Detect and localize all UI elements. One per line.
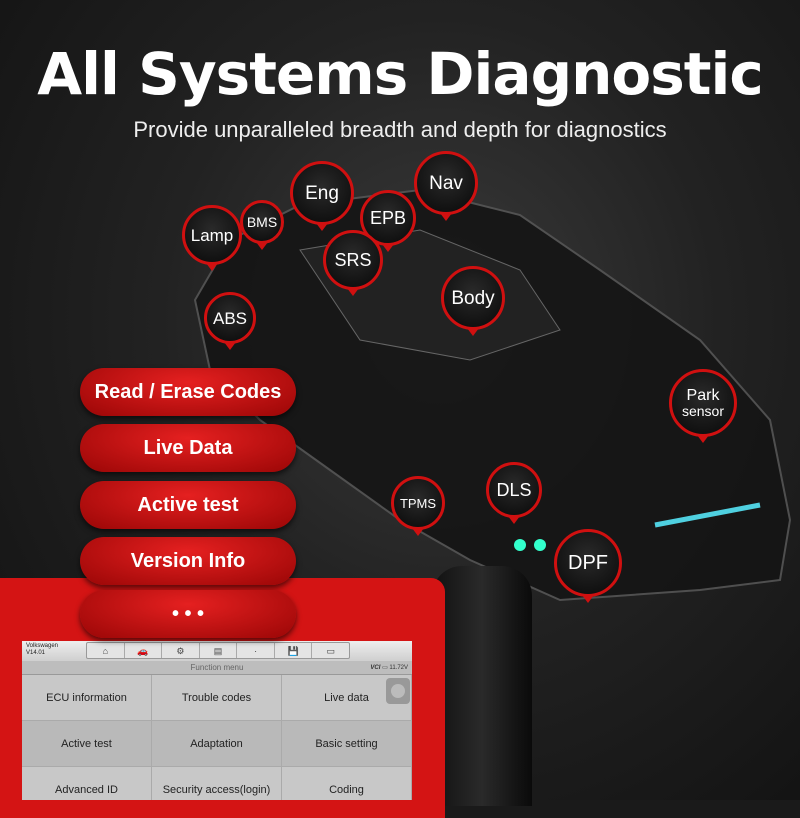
home-icon[interactable]: ⌂ <box>87 643 125 658</box>
badge-lamp: Lamp <box>182 205 242 265</box>
save-icon[interactable]: 💾 <box>275 643 313 658</box>
function-active-test[interactable]: Active test <box>22 721 152 767</box>
badge-body: Body <box>441 266 505 330</box>
car-icon[interactable]: 🚗 <box>125 643 163 658</box>
badge-abs: ABS <box>204 292 256 344</box>
battery-voltage: 11.72V <box>389 665 408 671</box>
function-coding[interactable]: Coding <box>282 767 412 800</box>
badge-srs: SRS <box>323 230 383 290</box>
status-area: VCI ▭ 11.72V <box>370 665 408 671</box>
brand-name: Volkswagen <box>26 643 59 649</box>
blank-icon[interactable]: · <box>237 643 275 658</box>
badge-park-line2: sensor <box>681 403 725 419</box>
tablet-grip <box>432 566 532 806</box>
feature-more: • • • <box>80 590 296 638</box>
function-advanced-id[interactable]: Advanced ID <box>22 767 152 800</box>
floating-button[interactable] <box>386 678 410 704</box>
function-grid-row3: Advanced ID Security access(login) Codin… <box>22 767 412 800</box>
badge-dls: DLS <box>486 462 542 518</box>
vci-status: VCI <box>370 665 381 671</box>
badge-tpms: TPMS <box>391 476 445 530</box>
menu-title: Function menu <box>190 663 244 672</box>
menu-title-bar: Function menu VCI ▭ 11.72V <box>22 661 412 675</box>
badge-bms: BMS <box>240 200 284 244</box>
gear-icon[interactable]: ⚙ <box>162 643 200 658</box>
badge-dpf: DPF <box>554 529 622 597</box>
function-grid-row2: Active test Adaptation Basic setting <box>22 721 412 767</box>
print-icon[interactable]: ▤ <box>200 643 238 658</box>
feature-read-erase-codes: Read / Erase Codes <box>80 368 296 416</box>
feature-live-data: Live Data <box>80 424 296 472</box>
badge-eng: Eng <box>290 161 354 225</box>
function-ecu-information[interactable]: ECU information <box>22 675 152 721</box>
subtitle: Provide unparalleled breadth and depth f… <box>133 117 667 142</box>
function-trouble-codes[interactable]: Trouble codes <box>152 675 282 721</box>
badge-park-line1: Park <box>686 387 720 404</box>
function-grid: ECU information Trouble codes Live data <box>22 675 412 721</box>
badge-nav: Nav <box>414 151 478 215</box>
function-live-data[interactable]: Live data <box>282 675 412 721</box>
page-title: All Systems Diagnostic <box>37 40 764 108</box>
chat-icon[interactable]: ▭ <box>326 646 336 656</box>
function-basic-setting[interactable]: Basic setting <box>282 721 412 767</box>
toolbar: ⌂🚗⚙▤·💾 ▭ <box>86 642 350 659</box>
feature-version-info: Version Info <box>80 537 296 585</box>
brand-version: V14.01 <box>26 650 46 656</box>
feature-active-test: Active test <box>80 481 296 529</box>
function-security-access[interactable]: Security access(login) <box>152 767 282 800</box>
function-adaptation[interactable]: Adaptation <box>152 721 282 767</box>
